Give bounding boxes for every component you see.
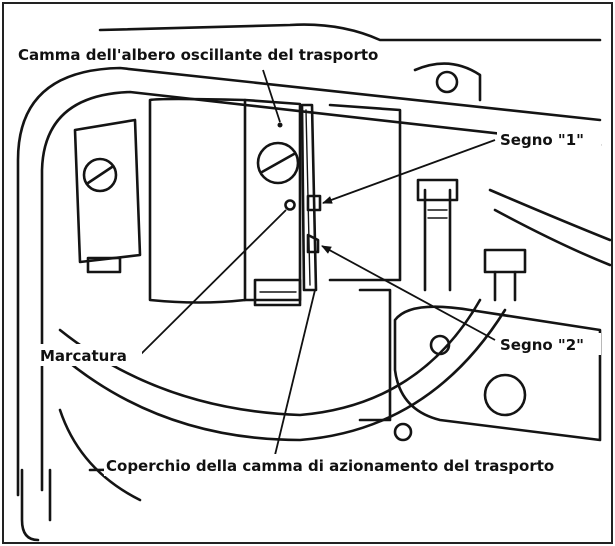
right-shaft-housing (328, 103, 402, 282)
top-right-boss (413, 62, 482, 102)
lower-lever-plate (393, 305, 602, 442)
vertical-rod (423, 188, 452, 292)
cover-seam (305, 109, 311, 286)
rod-top-nut (416, 178, 459, 202)
label-bg-cam (16, 43, 416, 65)
label-marking: Marcatura (40, 347, 127, 365)
right-tube-2 (493, 208, 612, 267)
cam-body-right-face (243, 98, 302, 302)
leader-mark-2 (321, 245, 496, 341)
label-mark-1: Segno "1" (500, 131, 584, 149)
leader-marking (139, 209, 287, 356)
label-bg-mark2 (497, 333, 601, 355)
left-vertical-pipe (20, 468, 40, 542)
leader-lines (139, 69, 496, 456)
right-fitting-stem (493, 270, 517, 302)
cam-upper-screw (256, 141, 300, 185)
label-mark-2: Segno "2" (500, 336, 584, 354)
lower-nut (253, 278, 302, 307)
label-bg-mark1 (497, 128, 601, 150)
label-bg-cover (104, 454, 602, 476)
cam-dot-small (277, 122, 283, 128)
label-feed-rock-shaft-cam: Camma dell'albero oscillante del traspor… (18, 46, 378, 64)
cam-cover-strip (300, 103, 318, 292)
right-tube (488, 188, 612, 242)
top-casting (98, 23, 602, 42)
left-block (73, 118, 142, 264)
leader-mark-1 (322, 139, 496, 204)
left-screw (82, 157, 118, 193)
mark-2-notch (306, 233, 320, 254)
left-loop-tube (16, 66, 602, 497)
leader-feed-rock-shaft-cam (262, 69, 281, 123)
machine-drawing (16, 23, 612, 542)
left-screw-slot (86, 165, 114, 185)
bracket-screw (393, 422, 413, 442)
left-nut (86, 256, 122, 274)
lower-bracket (358, 288, 392, 422)
lever-hole-large (483, 373, 527, 417)
lower-left-curve (58, 408, 142, 502)
label-bg-marking (38, 344, 142, 366)
cam-upper-screw-slot (260, 152, 296, 174)
leader-feed-drive-cam-cover (274, 289, 316, 456)
left-loop-tube-inner (40, 90, 602, 492)
lower-arc-tube-inner (58, 308, 507, 442)
right-fitting (483, 248, 527, 274)
top-right-hole (435, 70, 459, 94)
cam-mark-dot (284, 199, 296, 211)
lower-arc-tube (58, 298, 482, 417)
label-feed-drive-cam-cover: Coperchio della camma di azionamento del… (106, 457, 554, 475)
